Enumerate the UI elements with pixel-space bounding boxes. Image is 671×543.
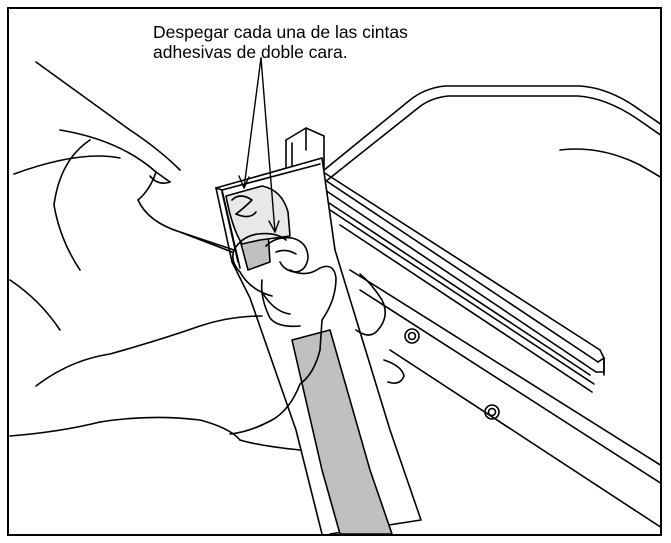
hand <box>9 61 405 451</box>
figure-caption: Despegar cada una de las cintas adhesiva… <box>153 22 513 62</box>
callout-arrows <box>238 57 280 233</box>
panel-strip <box>215 157 422 534</box>
device-housing <box>317 85 660 528</box>
figure-frame <box>7 7 662 536</box>
caption-line-1: Despegar cada una de las cintas <box>153 22 408 42</box>
caption-line-2: adhesivas de doble cara. <box>153 42 348 62</box>
